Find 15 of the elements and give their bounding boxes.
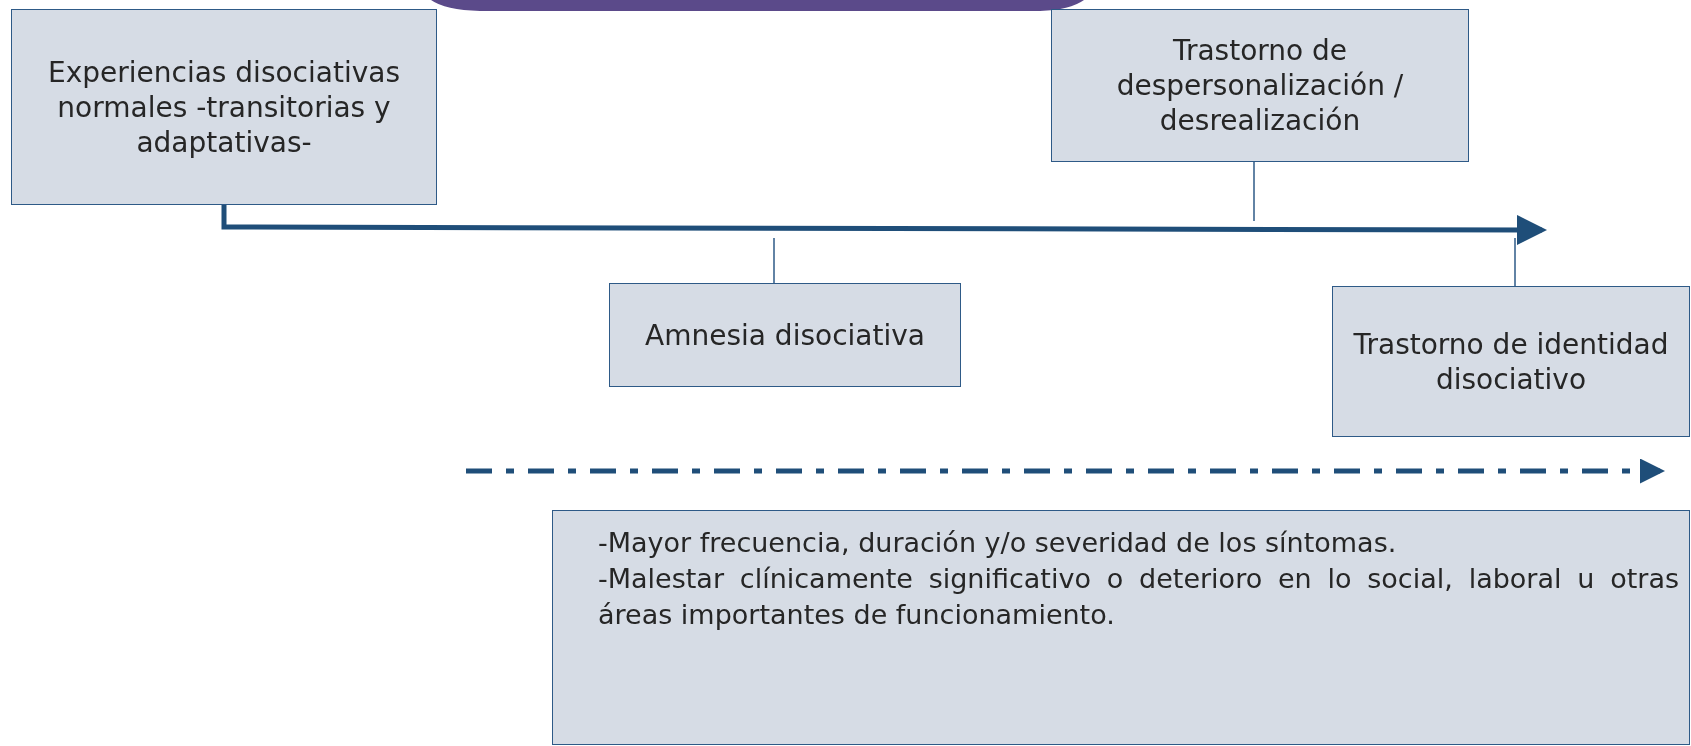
leader-line bbox=[1514, 237, 1516, 287]
label-box bbox=[11, 9, 437, 205]
box-label: Experiencias disociativas normales -transitorias y adaptativas- bbox=[47, 54, 401, 160]
leader-line bbox=[1253, 161, 1255, 222]
label-box bbox=[609, 283, 961, 387]
leader-line bbox=[773, 237, 775, 284]
label-box bbox=[1332, 286, 1690, 437]
note-box bbox=[552, 510, 1690, 745]
box-label: Amnesia disociativa bbox=[645, 317, 925, 353]
label-box bbox=[1051, 9, 1469, 162]
box-label: Trastorno de despersonalización / desrealización bbox=[1115, 33, 1405, 138]
note-text: -Malestar clínicamente significativo o deterioro en lo social, laboral u otras áreas importantes de funcionamiento. bbox=[598, 562, 1679, 632]
box-label: Trastorno de identidad disociativo bbox=[1352, 326, 1670, 397]
arrow bbox=[221, 205, 1547, 245]
note-text: -Mayor frecuencia, duración y/o severidad de los síntomas. bbox=[598, 526, 1398, 560]
